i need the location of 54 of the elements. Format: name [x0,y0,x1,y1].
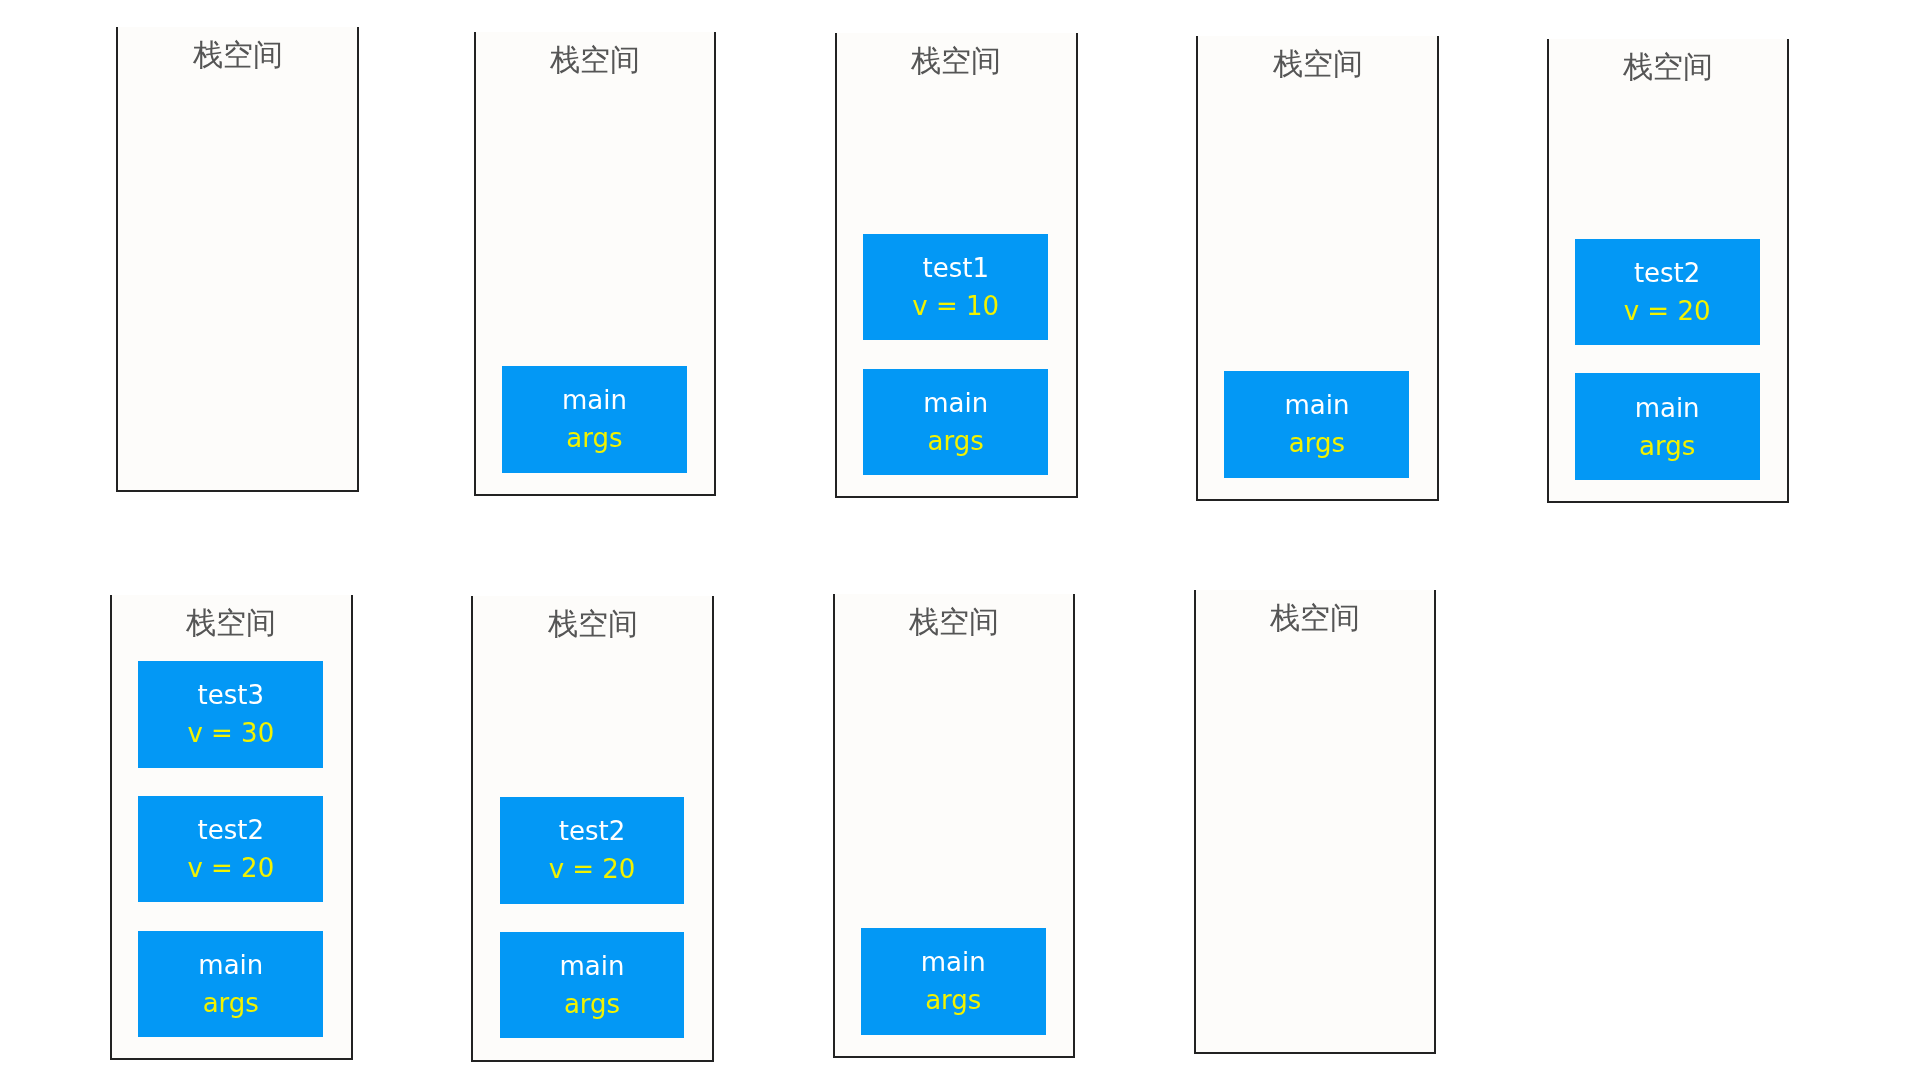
stack-frame [116,26,359,493]
method-name: test2 [558,815,626,849]
stack-frame-box [863,368,1049,476]
stack-frame [473,31,717,496]
stack-heading: 栈空间 [186,604,277,643]
stack-heading: 栈空间 [547,605,638,644]
method-name: test1 [922,252,989,286]
stack-frame-box [138,795,324,903]
stack-frame-box [499,797,685,904]
variable-text: v = 20 [1623,295,1711,328]
stack-heading: 栈空间 [1272,44,1363,83]
stack-heading: 栈空间 [192,35,283,74]
stack-frame [110,595,353,1061]
stack-frame [835,33,1078,499]
variable-text: args [925,984,982,1018]
stack-frame [471,596,714,1062]
variable-text: v = 10 [912,290,1000,324]
variable-text: args [202,986,259,1020]
variable-text: args [1288,427,1345,461]
stack-frame-box [860,928,1046,1035]
stack-frame-box [499,931,685,1039]
stack-frame-box [863,233,1049,341]
stack-frame [1196,35,1439,501]
variable-text: v = 20 [548,853,636,887]
stack-frame-box [1574,238,1760,346]
stack-heading: 栈空间 [911,42,1002,81]
variable-text: args [927,424,984,458]
method-name: main [923,386,989,420]
method-name: main [1634,391,1700,425]
method-name: main [559,950,625,984]
stack-frame-box [502,366,687,473]
stack-frame [1546,39,1789,504]
method-name: main [198,948,264,982]
method-name: main [920,946,986,980]
stack-frame [832,593,1076,1058]
stack-frame [1193,590,1437,1055]
stack-heading: 栈空间 [908,602,999,641]
stack-frame-box [138,930,324,1038]
stack-frame-box [138,661,324,768]
variable-text: v = 30 [187,717,275,751]
variable-text: args [566,422,623,456]
variable-text: args [1639,429,1696,463]
method-name: test3 [197,679,265,713]
stack-frame-box [1574,373,1760,480]
stack-heading: 栈空间 [550,40,641,79]
stack-heading: 栈空间 [1622,48,1713,87]
variable-text: args [563,988,621,1022]
variable-text: v = 20 [187,852,275,886]
method-name: test2 [197,814,265,848]
method-name: test2 [1633,257,1701,290]
stack-frame-box [1224,371,1410,478]
stack-heading: 栈空间 [1270,599,1361,638]
method-name: main [562,384,627,418]
method-name: main [1284,389,1350,423]
